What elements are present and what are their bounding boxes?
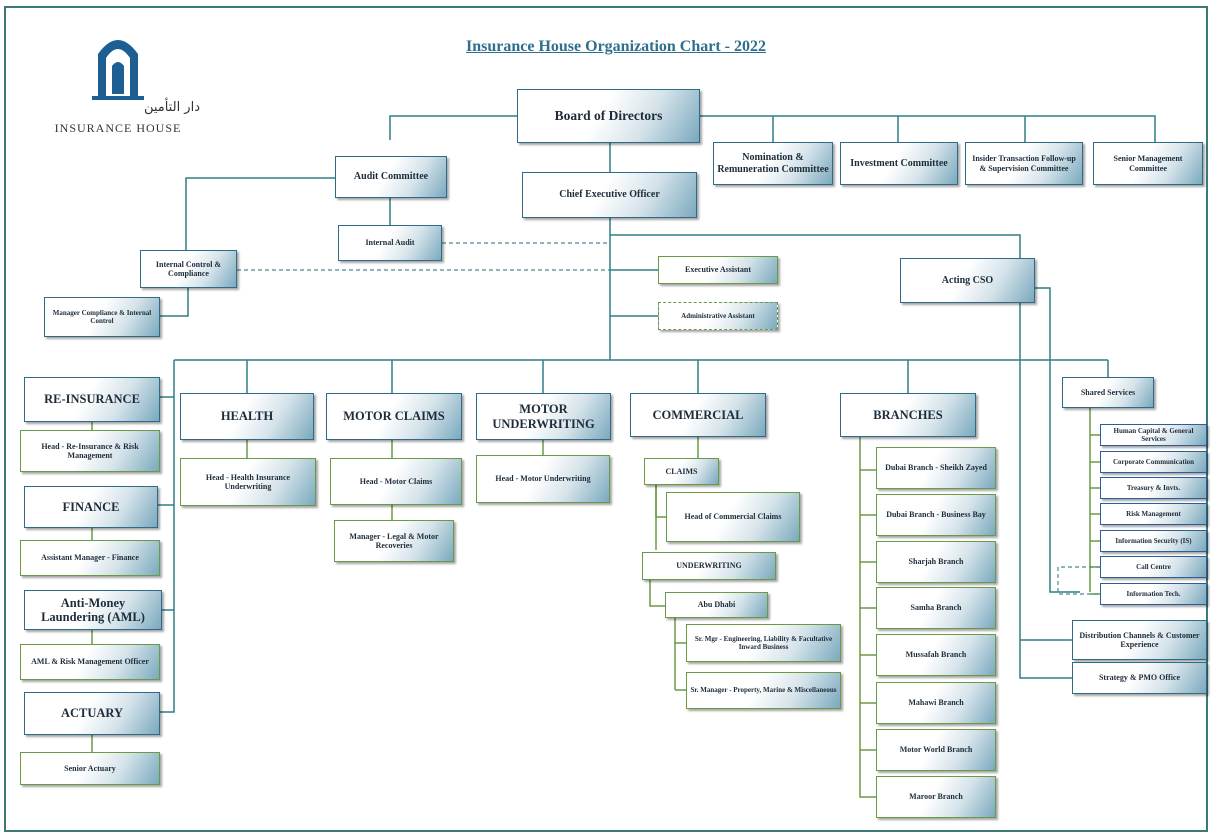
acting-cso: Acting CSO [900,258,1035,303]
logo-arabic-text: دار التأمين [143,100,200,115]
chart-title: Insurance House Organization Chart - 202… [466,38,766,55]
page-frame [4,6,1208,832]
aml-dept: Anti-Money Laundering (AML) [24,590,162,630]
sr-manager-property: Sr. Manager - Property, Marine & Miscell… [686,672,841,709]
executive-assistant: Executive Assistant [658,256,778,284]
reinsurance-dept: RE-INSURANCE [24,377,160,422]
manager-compliance: Manager Compliance & Internal Control [44,297,160,337]
internal-audit: Internal Audit [338,225,442,261]
branch-dubai-sheikh-zayed: Dubai Branch - Sheikh Zayed [876,447,996,489]
branch-samha: Samha Branch [876,587,996,629]
audit-committee: Audit Committee [335,156,447,198]
shared-services: Shared Services [1062,377,1154,408]
abu-dhabi-underwriting: Abu Dhabi [665,592,768,618]
internal-control-compliance: Internal Control & Compliance [140,250,237,288]
finance-assistant-manager: Assistant Manager - Finance [20,540,160,576]
commercial-underwriting: UNDERWRITING [642,552,776,580]
branch-sharjah: Sharjah Branch [876,541,996,583]
human-capital: Human Capital & General Services [1100,424,1207,446]
nomination-committee: Nomination & Remuneration Committee [713,142,833,185]
call-centre: Call Centre [1100,556,1207,578]
motor-claims-dept: MOTOR CLAIMS [326,393,462,440]
insider-transaction-committee: Insider Transaction Follow-up & Supervis… [965,142,1083,185]
senior-actuary: Senior Actuary [20,752,160,785]
administrative-assistant: Administrative Assistant [658,302,778,330]
information-technology: Information Tech. [1100,583,1207,605]
risk-management: Risk Management [1100,503,1207,525]
commercial-claims: CLAIMS [644,458,719,485]
arch-logo-icon [92,40,144,100]
branches-dept: BRANCHES [840,393,976,437]
investment-committee: Investment Committee [840,142,958,185]
branch-dubai-business-bay: Dubai Branch - Business Bay [876,494,996,536]
branch-motor-world: Motor World Branch [876,729,996,771]
aml-risk-officer: AML & Risk Management Officer [20,644,160,680]
motor-claims-head: Head - Motor Claims [330,458,462,505]
health-head: Head - Health Insurance Underwriting [180,458,316,506]
branch-mussafah: Mussafah Branch [876,634,996,676]
distribution-channels: Distribution Channels & Customer Experie… [1072,620,1207,660]
finance-dept: FINANCE [24,486,158,528]
motor-underwriting-dept: MOTOR UNDERWRITING [476,393,611,440]
treasury-investments: Treasury & Invts. [1100,477,1207,499]
information-security: Information Security (IS) [1100,530,1207,552]
branch-maroor: Maroor Branch [876,776,996,818]
legal-motor-recoveries-manager: Manager - Legal & Motor Recoveries [334,520,454,562]
strategy-pmo-office: Strategy & PMO Office [1072,662,1207,694]
senior-management-committee: Senior Management Committee [1093,142,1203,185]
head-commercial-claims: Head of Commercial Claims [666,492,800,542]
corporate-communication: Corporate Communication [1100,451,1207,473]
commercial-dept: COMMERCIAL [630,393,766,437]
actuary-dept: ACTUARY [24,692,160,735]
health-dept: HEALTH [180,393,314,440]
sr-mgr-engineering: Sr. Mgr - Engineering, Liability & Facul… [686,624,841,662]
reinsurance-head: Head - Re-Insurance & Risk Management [20,430,160,472]
chief-executive-officer: Chief Executive Officer [522,172,697,218]
branch-mahawi: Mahawi Branch [876,682,996,724]
motor-underwriting-head: Head - Motor Underwriting [476,455,610,503]
logo-english-text: INSURANCE HOUSE [54,121,182,135]
board-of-directors: Board of Directors [517,89,700,143]
